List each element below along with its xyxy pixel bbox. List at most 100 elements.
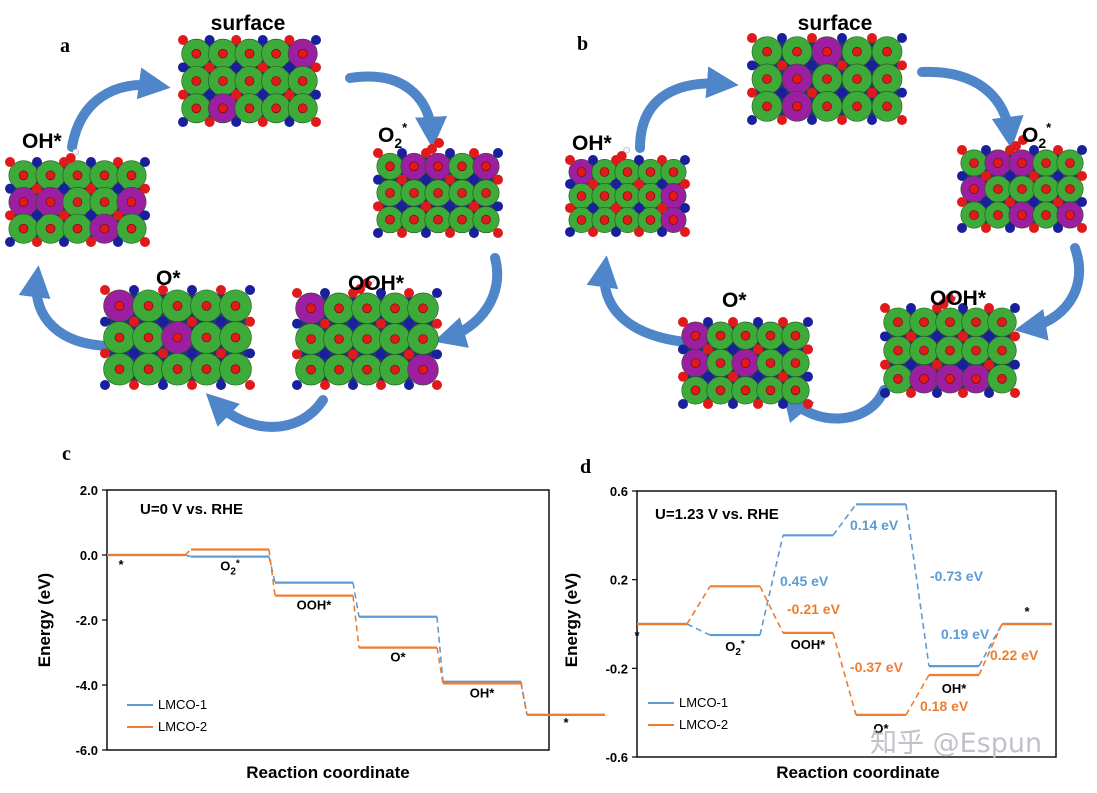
structure-a-oh-oxygen-atom — [32, 237, 42, 247]
structure-b-ooh-center-oxygen-atom — [945, 317, 955, 327]
structure-a-oh-center-oxygen-atom — [18, 223, 29, 234]
structure-b-o-center-oxygen-atom — [790, 330, 801, 341]
structure-a-surface-oxygen-atom — [284, 89, 295, 100]
structure-a-oh-oxygen-atom — [140, 157, 150, 167]
structure-a-o2-center-oxygen-atom — [433, 214, 443, 225]
structure-a-surface-center-oxygen-atom — [218, 48, 228, 59]
structure-b-o2-oxygen-atom — [1077, 197, 1087, 207]
structure-b-o2-oxygen-atom — [1029, 145, 1039, 155]
label-b-o: O* — [722, 289, 747, 312]
structure-b-o2-oxygen-atom — [957, 197, 967, 207]
structure-a-ooh-center-oxygen-atom — [362, 303, 372, 314]
structure-b-oh-oxygen-atom — [657, 155, 667, 165]
structure-b-surface-oxygen-atom — [807, 60, 817, 71]
structure-a-o-oxygen-atom — [245, 316, 255, 327]
structure-b-ooh-oxygen-atom — [1010, 359, 1020, 370]
structure-b-o-oxygen-atom — [678, 371, 688, 382]
label-a-surface: surface — [211, 12, 286, 35]
structure-a-surface-oxygen-atom — [204, 89, 215, 100]
structure-a-oh-center-oxygen-atom — [99, 170, 110, 181]
structure-b-o-center-oxygen-atom — [690, 330, 701, 341]
state-label: O* — [873, 721, 889, 736]
structure-b-surface-center-oxygen-atom — [882, 74, 892, 84]
structure-a-ooh-oxygen-atom — [348, 318, 358, 329]
structure-b-o2-oxygen-atom — [1077, 171, 1087, 181]
structure-a-o-oxygen-atom — [100, 316, 110, 327]
watermark: 知乎 @Espun — [870, 728, 1042, 759]
structure-a-oh-center-oxygen-atom — [72, 197, 83, 207]
structure-a-surface-oxygen-atom — [231, 35, 242, 45]
structure-a-o-oxygen-atom — [158, 316, 168, 327]
structure-b-oh-center-oxygen-atom — [622, 167, 633, 177]
structure-a-o2-oxygen-atom — [493, 201, 503, 212]
energy-connector — [686, 623, 711, 636]
state-label: O2* — [220, 559, 240, 578]
structure-b-o-center-oxygen-atom — [790, 358, 801, 368]
structure-b-surface — [747, 33, 907, 125]
structure-b-oh-center-oxygen-atom — [576, 167, 587, 177]
structure-a-o2-oxygen-atom — [469, 174, 479, 185]
structure-b-o2-center-oxygen-atom — [1017, 210, 1027, 220]
structure-b-o-center-oxygen-atom — [740, 385, 751, 396]
energy-connector — [832, 503, 857, 536]
structure-a-ooh-oxygen-atom — [320, 349, 330, 360]
structure-a-surface-oxygen-atom — [231, 62, 242, 73]
structure-a-ooh-oxygen-atom — [432, 380, 442, 390]
structure-b-surface-oxygen-atom — [897, 60, 907, 71]
structure-b-oh-oxygen-atom — [680, 179, 690, 189]
structure-a-oh-center-oxygen-atom — [126, 197, 137, 207]
energy-connector — [436, 616, 444, 682]
structure-b-o2-oxygen-atom — [1077, 145, 1087, 155]
structure-a-oh-oxygen-atom — [86, 237, 96, 247]
structure-a-o2-oxygen-atom — [373, 148, 383, 158]
structure-a-o-oxygen-atom — [100, 285, 110, 295]
chart-d-x-axis-label: Reaction coordinate — [776, 763, 939, 782]
chart-d-legend: LMCO-1 LMCO-2 — [648, 695, 728, 732]
structure-b-surface-oxygen-atom — [807, 115, 817, 125]
structure-a-o2-oxygen-atom — [397, 148, 407, 158]
cycle-arrow-ooh-to-o-b — [781, 385, 889, 424]
cycle-arrow-oh-to-surface-b — [635, 66, 739, 153]
structure-a-surface-center-oxygen-atom — [218, 76, 228, 86]
structure-a-o2-oxygen-atom — [469, 148, 479, 158]
structure-b-ooh-center-oxygen-atom — [945, 374, 955, 384]
energy-connector — [520, 683, 528, 716]
y-tick-label: -6.0 — [76, 743, 98, 758]
structure-a-o-oxygen-atom — [158, 380, 168, 390]
energy-connector — [268, 549, 276, 596]
structure-a-o2-oxygen-atom — [445, 201, 455, 212]
structure-b-surface-oxygen-atom — [747, 115, 757, 125]
structure-b-ooh-center-oxygen-atom — [893, 317, 903, 327]
structure-a-o2-center-oxygen-atom — [433, 188, 443, 198]
structure-a-surface-oxygen-atom — [284, 117, 295, 127]
label-a-oh: OH* — [22, 130, 63, 153]
structure-b-oh-oxygen-atom — [588, 179, 598, 189]
structure-a-o-oxygen-atom — [158, 285, 168, 295]
structure-b-o2-oxygen-atom — [1053, 145, 1063, 155]
chart-d-free-energy-diagram: d 0.60.2-0.2-0.6 *O2*OOH*O*OH** 0.45 eV0… — [562, 456, 1057, 782]
structure-b-ooh-adsorbate-h — [952, 290, 959, 298]
structure-a-oh-center-oxygen-atom — [126, 223, 137, 234]
structure-b-ooh-center-oxygen-atom — [997, 374, 1007, 384]
structure-a-ooh-center-oxygen-atom — [306, 303, 316, 314]
energy-change-label: 0.18 eV — [920, 698, 969, 714]
structure-a-o2-oxygen-atom — [493, 228, 503, 238]
energy-connector — [184, 554, 192, 558]
structure-b-o-oxygen-atom — [803, 371, 813, 382]
chart-c-y-ticks: 2.00.0-2.0-4.0-6.0 — [76, 483, 107, 758]
structure-b-o-oxygen-atom — [753, 371, 763, 382]
structure-a-surface-center-oxygen-atom — [297, 76, 308, 86]
structure-a-o-oxygen-atom — [245, 348, 255, 359]
structure-b-o-oxygen-atom — [753, 344, 763, 355]
structure-b-oh-center-oxygen-atom — [622, 215, 633, 225]
energy-connector — [686, 585, 711, 625]
structure-a-surface-center-oxygen-atom — [191, 48, 202, 59]
structure-b-surface-oxygen-atom — [867, 33, 877, 43]
structure-a-surface-oxygen-atom — [257, 89, 268, 100]
energy-connector — [352, 595, 360, 648]
state-label: * — [563, 715, 569, 730]
structure-a-ooh-center-oxygen-atom — [418, 303, 428, 314]
structure-a-ooh-oxygen-atom — [404, 318, 414, 329]
structure-b-surface-center-oxygen-atom — [792, 46, 802, 57]
structure-a-o2-oxygen-atom — [469, 228, 479, 238]
